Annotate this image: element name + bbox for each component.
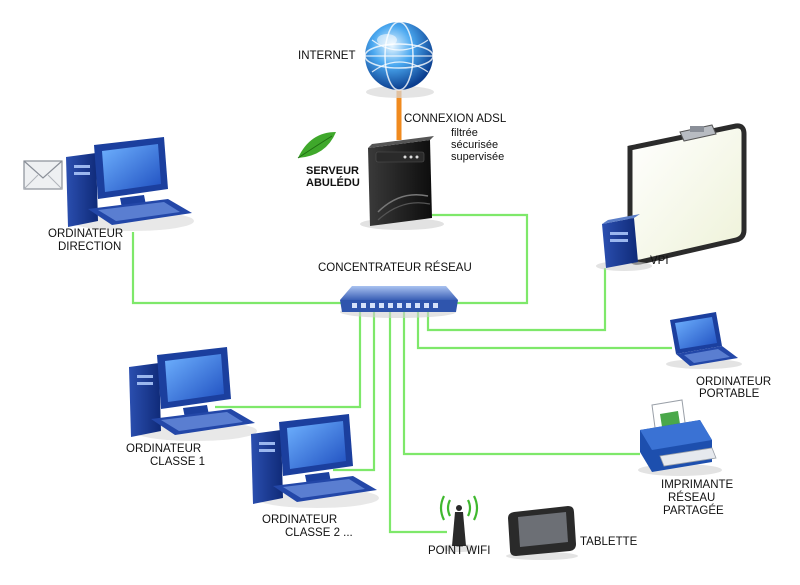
server-icon xyxy=(360,136,444,230)
label-tablet: TABLETTE xyxy=(580,536,638,548)
wifi-access-point-icon xyxy=(439,495,479,552)
label-classe1-line1: ORDINATEUR xyxy=(126,443,202,455)
interactive-whiteboard-icon xyxy=(627,123,747,265)
label-internet: INTERNET xyxy=(298,50,356,62)
vpi-tower-icon xyxy=(596,214,652,271)
tablet-icon xyxy=(506,506,578,560)
link-direction xyxy=(131,232,342,305)
laptop-icon xyxy=(666,312,742,369)
label-server-line2: ABULÉDU xyxy=(306,177,360,189)
label-server-line1: SERVEUR xyxy=(306,165,359,177)
label-hub: CONCENTRATEUR RÉSEAU xyxy=(318,262,472,274)
label-classe2-line1: ORDINATEUR xyxy=(262,514,338,526)
label-printer-line3: PARTAGÉE xyxy=(663,505,724,517)
link-classe1 xyxy=(215,312,362,409)
link-portable xyxy=(416,312,672,350)
link-wifi xyxy=(388,312,447,534)
label-printer-line1: IMPRIMANTE xyxy=(661,479,734,491)
printer-icon xyxy=(638,399,722,476)
label-classe1-line2: CLASSE 1 xyxy=(150,456,205,468)
link-vpi xyxy=(426,268,607,332)
network-hub-icon xyxy=(340,286,458,318)
label-classe2-line2: CLASSE 2 ... xyxy=(285,527,353,539)
computer-direction-icon xyxy=(66,137,194,231)
mail-envelope-icon xyxy=(23,160,63,190)
label-adsl-filtered: filtrée xyxy=(451,127,478,139)
link-server xyxy=(432,213,529,305)
computer-classe2-icon xyxy=(251,414,379,508)
label-adsl-title: CONNEXION ADSL xyxy=(404,113,507,125)
label-portable-line1: ORDINATEUR xyxy=(696,376,772,388)
label-adsl-supervised: supervisée xyxy=(451,151,505,163)
link-classe2 xyxy=(333,312,376,472)
label-adsl-secured: sécurisée xyxy=(451,139,499,151)
abuledu-leaf-icon xyxy=(297,132,336,159)
label-portable-line2: PORTABLE xyxy=(699,388,760,400)
label-direction-line1: ORDINATEUR xyxy=(48,228,124,240)
label-vpi: VPI xyxy=(650,255,669,267)
network-links xyxy=(131,213,672,534)
label-wifi: POINT WIFI xyxy=(428,545,491,557)
globe-icon xyxy=(364,21,434,98)
computer-classe1-icon xyxy=(129,347,257,441)
label-printer-line2: RÉSEAU xyxy=(668,492,716,504)
link-printer xyxy=(402,312,640,456)
label-direction-line2: DIRECTION xyxy=(58,241,122,253)
